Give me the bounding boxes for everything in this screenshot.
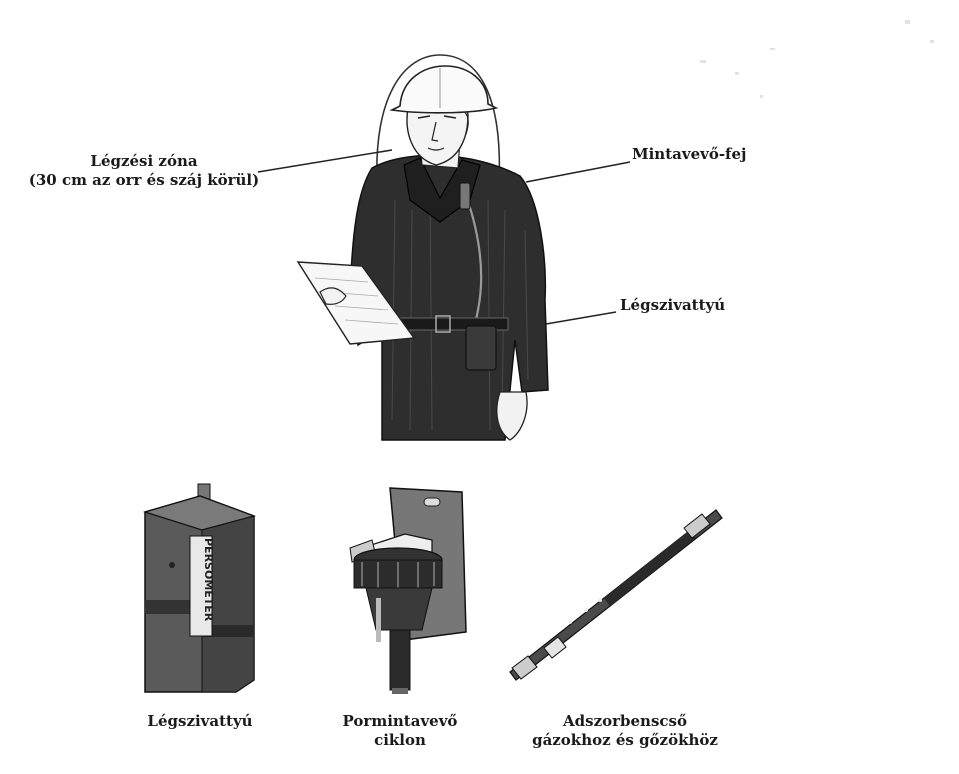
adsorbent-tube-device	[509, 509, 723, 681]
tube-caption-line1: Adszorbenscső	[563, 712, 687, 730]
sampling-head-device	[459, 182, 471, 210]
breathing-zone-label: Légzési zóna (30 cm az orr és száj körül…	[20, 152, 268, 190]
hard-hat	[389, 65, 499, 114]
right-hand	[496, 391, 528, 441]
breathing-zone-outline	[376, 54, 501, 201]
tube-caption: Adszorbenscső gázokhoz és gőzökhöz	[510, 712, 740, 750]
worn-air-pump-label: Légszivattyú	[620, 296, 726, 314]
air-pump-device: PERSOMETER	[142, 483, 256, 693]
cyclone-caption: Pormintavevő ciklon	[320, 712, 480, 750]
pump-caption: Légszivattyú	[130, 712, 270, 731]
cyclone-caption-line2: ciklon	[374, 731, 426, 749]
sampling-head-label: Mintavevő-fej	[632, 145, 747, 163]
cyclone-caption-line1: Pormintavevő	[342, 712, 458, 730]
scan-noise	[700, 20, 934, 98]
leader-sampling-head	[525, 161, 631, 183]
clipboard	[296, 261, 416, 345]
breathing-zone-detail: (30 cm az orr és száj körül)	[28, 171, 260, 189]
leader-lines	[257, 149, 631, 325]
breathing-zone-title: Légzési zóna	[90, 152, 198, 170]
worker-figure	[296, 54, 549, 441]
worn-air-pump	[465, 325, 497, 371]
leader-air-pump	[545, 311, 617, 325]
pump-caption-text: Légszivattyú	[147, 712, 253, 730]
tube-caption-line2: gázokhoz és gőzökhöz	[532, 731, 718, 749]
leader-breathing-zone	[257, 149, 393, 173]
pump-brand-text: PERSOMETER	[202, 538, 215, 622]
cyclone-sampler-device	[349, 487, 467, 694]
